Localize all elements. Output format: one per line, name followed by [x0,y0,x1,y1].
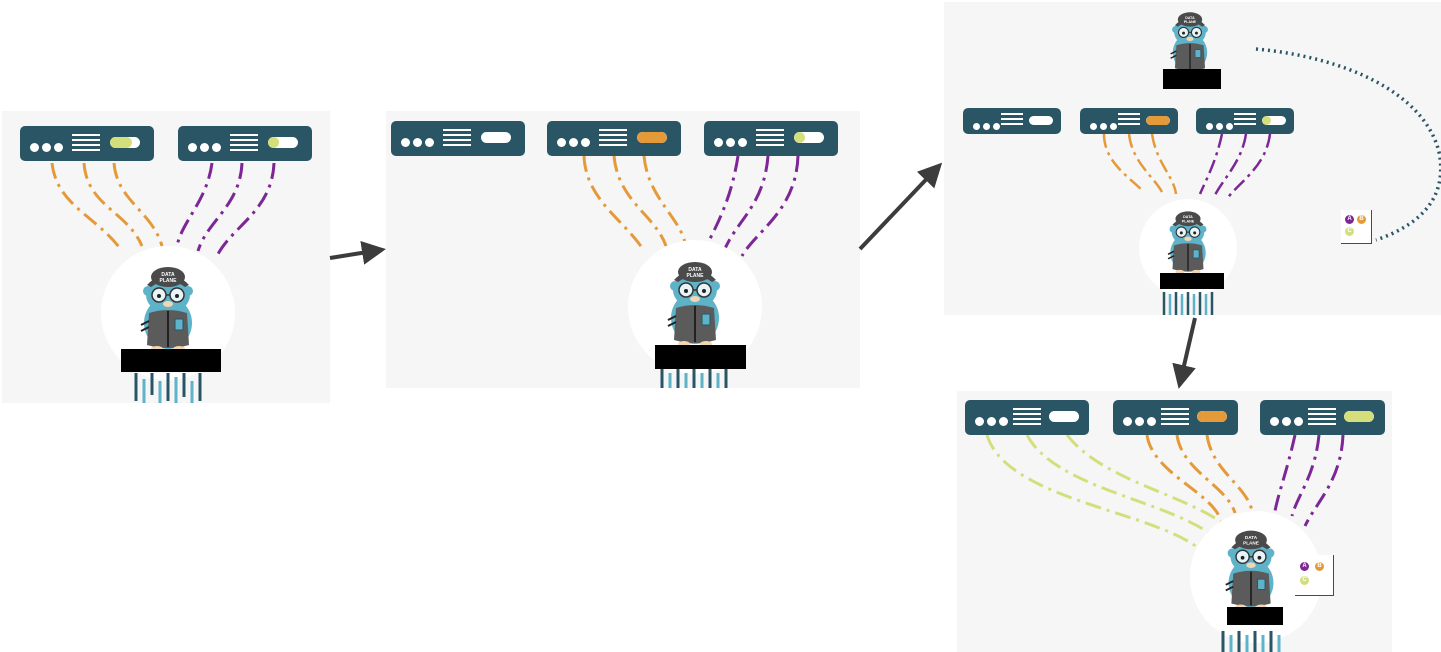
route-line [1205,434,1254,512]
gopher-mascot-icon: DATA PLANE [1163,207,1213,275]
route-line [702,155,740,252]
route-line [1145,434,1221,517]
redacted-label [121,349,221,372]
server-3 [1196,108,1294,134]
arrow-stage-3-to-4 [1172,317,1197,389]
gopher-mascot-icon: DATA PLANE [662,256,728,348]
server-3 [704,121,838,156]
svg-text:PLANE: PLANE [1182,220,1195,224]
stage-3-panel: DATA PLANE DATA PLANE [944,2,1441,315]
svg-text:DATA: DATA [161,272,175,278]
svg-text:DATA: DATA [688,267,702,273]
gopher-figure: DATA PLANE [1167,211,1207,275]
redacted-label [1163,69,1221,89]
route-line [1198,133,1224,195]
redacted-label [1227,607,1283,625]
route-line [582,155,646,252]
svg-text:PLANE: PLANE [1184,20,1197,24]
route-line [722,155,770,252]
route-line [1127,133,1164,193]
legend-b: B [1315,562,1324,571]
route-line [1303,434,1345,527]
server-1 [963,108,1061,134]
route-line [1224,133,1272,201]
route-line [1273,434,1297,512]
route-line [985,434,1203,553]
server-2 [1080,108,1178,134]
route-line [612,155,668,247]
route-line [1290,434,1321,517]
server-2 [178,126,312,161]
legend-c: C [1345,227,1354,236]
svg-text:PLANE: PLANE [160,278,178,284]
svg-text:DATA: DATA [1245,535,1258,540]
svg-text:PLANE: PLANE [1243,541,1259,546]
control-plane-link [1255,47,1441,242]
stage-4-panel: DATA PLANE A B C [957,391,1392,652]
route-line [196,162,244,252]
data-stream [134,373,202,403]
gopher-figure: DATA PLANE [1170,12,1208,74]
stage-2-panel: DATA PLANE [386,111,860,388]
route-line [82,162,144,247]
route-line [1212,133,1248,198]
legend-b: B [1357,215,1366,224]
control-plane-gopher-icon: DATA PLANE [1165,8,1215,74]
server-1 [391,121,525,156]
gopher-figure: DATA PLANE [1225,530,1275,611]
route-line [215,162,276,257]
route-line [112,162,164,247]
redacted-label [1160,273,1224,289]
gopher-mascot-icon: DATA PLANE [1220,525,1282,611]
legend-a: A [1345,215,1354,224]
svg-text:DATA: DATA [1183,215,1193,219]
route-line [1175,434,1237,514]
svg-text:PLANE: PLANE [687,273,705,279]
stage-1-panel: DATA PLANE [2,111,330,403]
server-1 [965,400,1089,435]
redacted-label [655,345,746,369]
server-1 [20,126,154,161]
arrow-stage-2-to-3 [858,162,943,251]
route-config-legend: A B C [1295,555,1334,596]
route-line [175,162,214,247]
route-line [1150,133,1178,195]
route-line [1102,133,1145,193]
server-2 [1113,400,1238,435]
legend-a: A [1300,562,1309,571]
route-line [740,155,800,257]
route-config-legend: A B C [1341,210,1372,244]
gopher-figure: DATA PLANE [667,262,720,347]
route-line [50,162,124,252]
legend-c: C [1300,576,1309,585]
server-2 [547,121,681,156]
route-line [1025,434,1221,543]
svg-text:DATA: DATA [1185,16,1195,20]
server-3 [1260,400,1385,435]
arrow-stage-1-to-2 [329,240,386,265]
